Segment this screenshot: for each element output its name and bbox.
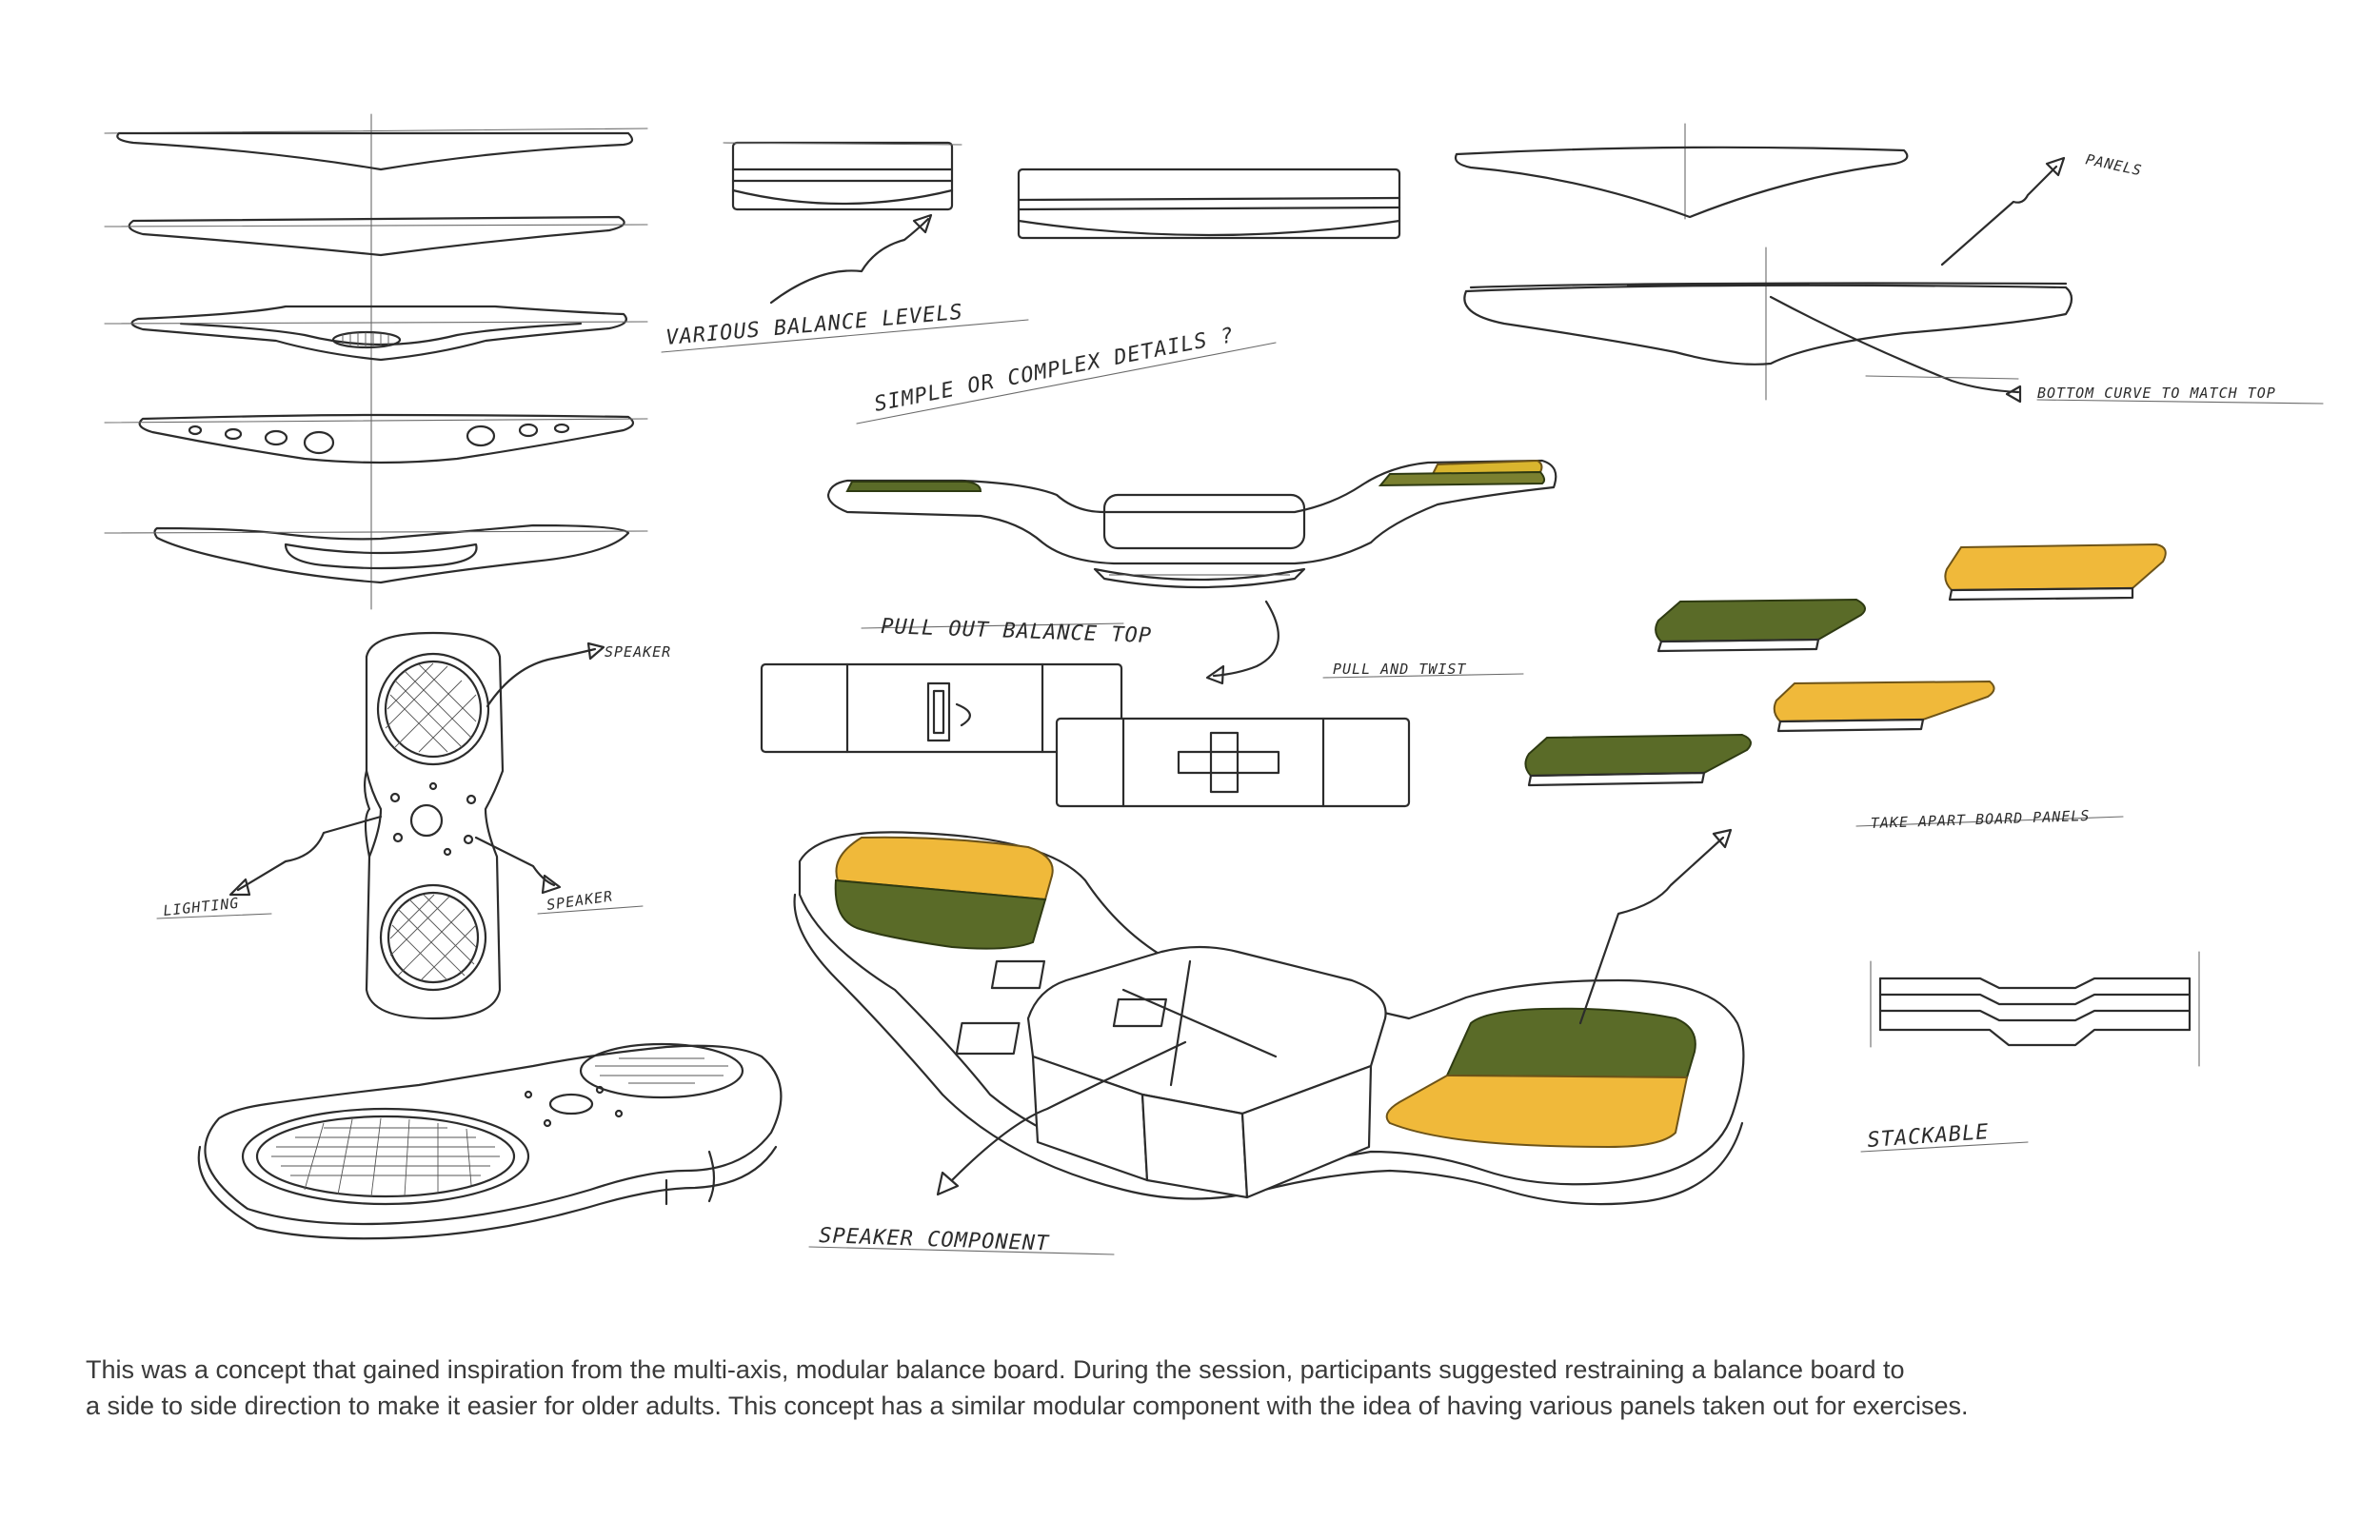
label-speaker-side: SPEAKER — [545, 887, 614, 914]
label-bottom-curve: BOTTOM CURVE TO MATCH TOP — [2037, 385, 2276, 402]
take-apart-panels-sketch — [1524, 543, 2167, 827]
label-panels: PANELS — [2084, 150, 2144, 179]
label-pull-and-twist: PULL AND TWIST — [1333, 661, 1466, 678]
balance-level-profiles — [661, 141, 1401, 424]
modular-balance-board — [793, 828, 1745, 1255]
concept-description: This was a concept that gained inspirati… — [86, 1352, 2351, 1424]
caption-line-2: a side to side direction to make it easi… — [86, 1392, 1969, 1420]
label-speaker-component: SPEAKER COMPONENT — [819, 1224, 1051, 1255]
stackable-sketch — [1860, 951, 2200, 1153]
speaker-board-top-view — [156, 631, 644, 1020]
label-simple-or-complex: SIMPLE OR COMPLEX DETAILS ? — [872, 324, 1236, 417]
board-profiles-left — [104, 113, 648, 610]
label-various-balance-levels: VARIOUS BALANCE LEVELS — [664, 301, 963, 350]
pull-out-balance-top-sketch — [826, 459, 1557, 685]
caption-line-1: This was a concept that gained inspirati… — [86, 1355, 1905, 1384]
panel-profiles-right — [1454, 123, 2324, 405]
label-speaker-top: SPEAKER — [605, 643, 671, 661]
label-take-apart-panels: TAKE APART BOARD PANELS — [1871, 807, 2091, 832]
label-pull-out-balance: PULL OUT BALANCE TOP — [881, 615, 1153, 648]
pull-and-twist-sketch — [760, 662, 1524, 808]
label-stackable: STACKABLE — [1867, 1120, 1991, 1153]
speaker-board-perspective — [197, 1042, 783, 1240]
